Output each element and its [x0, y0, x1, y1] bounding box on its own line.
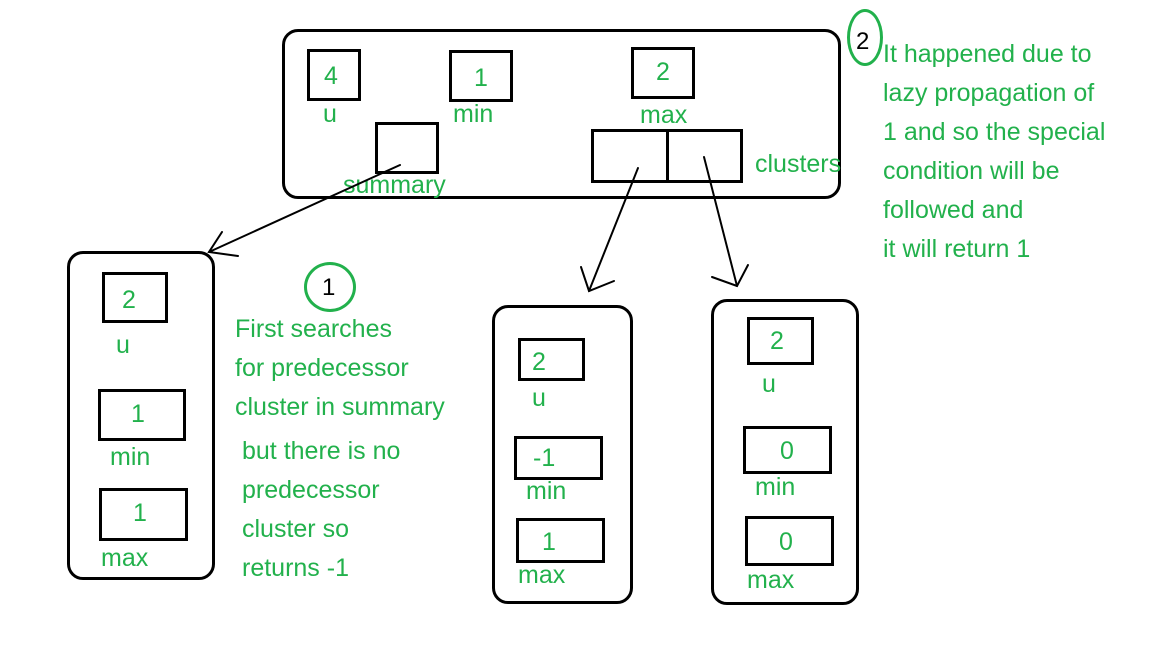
summary-u-label: u: [116, 331, 130, 359]
cluster-0-min-label: min: [526, 477, 567, 505]
top-u-box: 4: [307, 49, 361, 101]
summary-min-box: 1: [98, 389, 186, 441]
summary-max-box: 1: [99, 488, 188, 541]
note-2-line-1: It happened due to: [883, 40, 1092, 68]
cluster-0-u-label: u: [532, 384, 546, 412]
top-max-label: max: [640, 101, 688, 129]
cluster-1-max-value: 0: [779, 528, 793, 556]
summary-pointer-box: [375, 122, 439, 174]
cluster-0-max-value: 1: [542, 528, 556, 556]
cluster-0-min-value: -1: [533, 444, 556, 472]
step-2-number: 2: [856, 28, 870, 55]
arrow-summary: [208, 164, 401, 253]
note-1-line-7: returns -1: [242, 554, 349, 582]
arrow-cluster-1: [703, 156, 738, 287]
cluster-0-max-label: max: [518, 561, 566, 589]
summary-label: summary: [343, 171, 446, 199]
note-2-line-5: followed and: [883, 196, 1024, 224]
cluster-1-max-box: 0: [745, 516, 834, 566]
cluster-pointer-box-1: [666, 129, 743, 183]
arrow-summary-head: [207, 231, 239, 257]
top-node: [282, 29, 841, 199]
top-min-value: 1: [474, 64, 488, 92]
note-1-line-5: predecessor: [242, 476, 380, 504]
note-2-line-2: lazy propagation of: [883, 79, 1095, 107]
cluster-0-min-box: -1: [514, 436, 603, 480]
top-max-value: 2: [656, 58, 670, 86]
cluster-0-u-value: 2: [532, 348, 546, 376]
summary-min-label: min: [110, 443, 151, 471]
summary-max-value: 1: [133, 499, 147, 527]
note-2-line-6: it will return 1: [883, 235, 1031, 263]
cluster-1-u-value: 2: [770, 327, 784, 355]
cluster-1-node: [711, 299, 859, 605]
cluster-1-min-box: 0: [743, 426, 832, 474]
cluster-0-u-box: 2: [518, 338, 585, 381]
note-1-line-4: but there is no: [242, 437, 401, 465]
note-2-line-3: 1 and so the special: [883, 118, 1106, 146]
summary-max-label: max: [101, 544, 149, 572]
note-2-line-4: condition will be: [883, 157, 1060, 185]
summary-node: [67, 251, 215, 580]
top-u-label: u: [323, 100, 337, 128]
step-1-number: 1: [322, 274, 336, 301]
cluster-1-max-label: max: [747, 566, 795, 594]
clusters-label: clusters: [755, 150, 842, 178]
summary-u-value: 2: [122, 286, 136, 314]
step-2-circle: [847, 9, 883, 66]
summary-min-value: 1: [131, 400, 145, 428]
cluster-0-node: [492, 305, 633, 604]
arrow-cluster-0-head: [580, 266, 615, 293]
step-1-circle: [304, 262, 356, 312]
note-1-line-3: cluster in summary: [235, 393, 445, 421]
note-1-line-6: cluster so: [242, 515, 349, 543]
top-u-value: 4: [324, 62, 338, 90]
arrow-cluster-0: [588, 167, 639, 292]
arrow-cluster-1-head: [711, 264, 749, 288]
note-1-line-1: First searches: [235, 315, 392, 343]
top-min-label: min: [453, 100, 494, 128]
cluster-1-u-box: 2: [747, 317, 814, 365]
summary-u-box: 2: [102, 272, 168, 323]
cluster-1-min-value: 0: [780, 437, 794, 465]
top-max-box: 2: [631, 47, 695, 99]
note-1-line-2: for predecessor: [235, 354, 409, 382]
cluster-1-u-label: u: [762, 370, 776, 398]
cluster-1-min-label: min: [755, 473, 796, 501]
cluster-0-max-box: 1: [516, 518, 605, 563]
top-min-box: 1: [449, 50, 513, 102]
